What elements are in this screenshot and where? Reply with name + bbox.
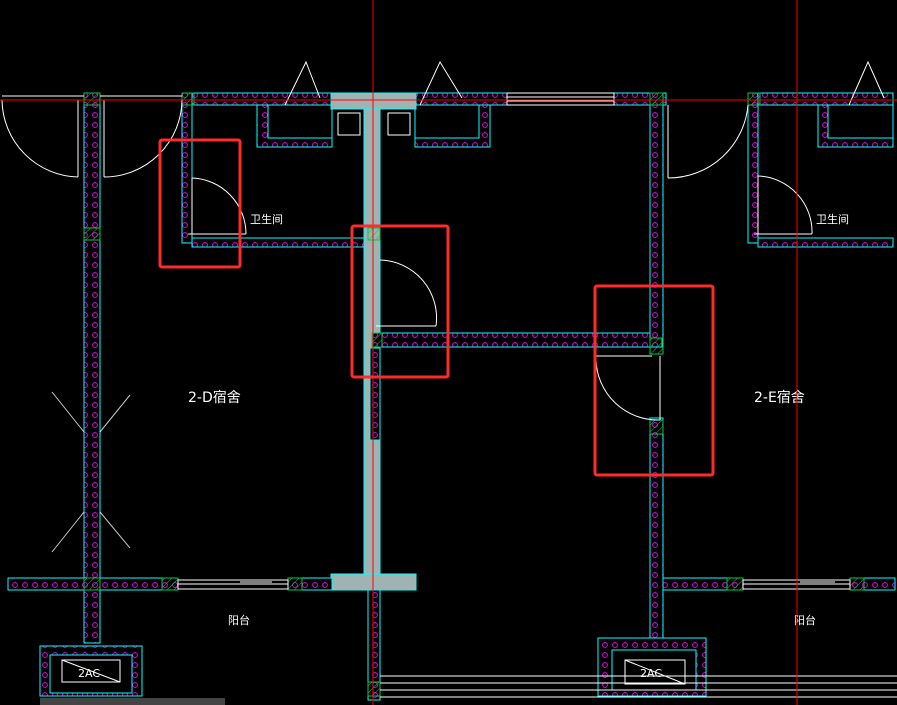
wall-bath-right-vertical xyxy=(747,92,759,244)
bottom-strip xyxy=(40,698,225,705)
green-hatch-marks xyxy=(83,92,865,697)
cross-marks xyxy=(51,391,131,553)
wall-bath-left-bottom xyxy=(191,237,365,248)
label-bath-left: 卫生间 xyxy=(250,212,283,226)
label-balcony-left: 阳台 xyxy=(228,613,250,627)
wall-vertical-left xyxy=(83,92,101,644)
wall-top-left xyxy=(181,92,333,106)
ac-tag-left-text: 2AC xyxy=(78,667,100,680)
highlight-box-bath-door xyxy=(158,138,242,269)
highlight-box-center-door xyxy=(350,224,450,379)
doors xyxy=(1,60,897,698)
label-dorm-right: 2-E宿舍 xyxy=(754,389,805,406)
wall-corridor xyxy=(371,332,663,348)
door-entry-right xyxy=(667,104,749,179)
label-dorm-left: 2-D宿舍 xyxy=(188,389,241,406)
door-bath-right xyxy=(757,175,813,235)
door-center xyxy=(379,259,438,327)
ac-tag-right-text: 2AC xyxy=(640,667,662,680)
wall-top-right xyxy=(747,92,894,106)
wall-bath-right-bottom xyxy=(757,237,894,248)
wall-top-mid xyxy=(414,92,508,106)
highlight-box-right-door xyxy=(593,284,715,477)
ac-tag-right: 2AC xyxy=(624,659,686,685)
door-bath-left xyxy=(191,177,247,235)
highlight-boxes xyxy=(158,138,715,477)
ac-tag-left: 2AC xyxy=(61,659,121,683)
door-entry-left-a xyxy=(1,99,79,178)
wall-bath-left-vertical xyxy=(181,92,193,244)
door-right-corridor xyxy=(595,359,661,421)
label-bath-right: 卫生间 xyxy=(816,212,849,226)
wall-vertical-right xyxy=(649,92,664,339)
label-balcony-right: 阳台 xyxy=(794,613,816,627)
